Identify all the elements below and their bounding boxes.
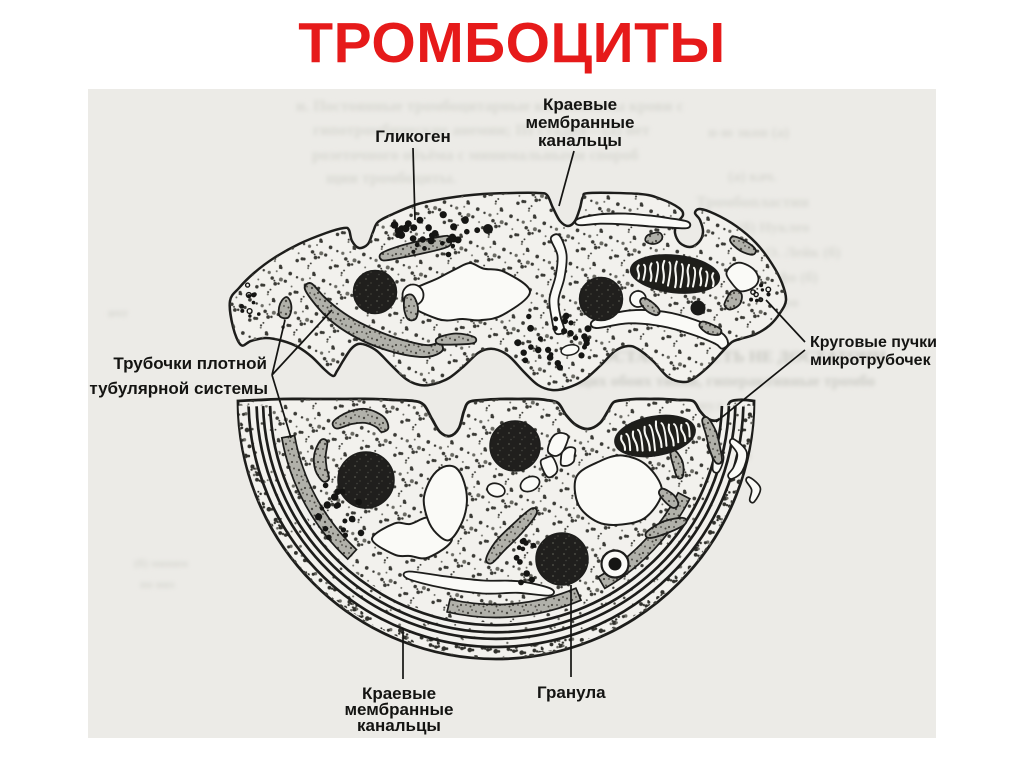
svg-text:мембранные: мембранные <box>344 700 453 719</box>
svg-text:Краевые: Краевые <box>362 684 436 703</box>
svg-text:канальцы: канальцы <box>357 716 441 735</box>
svg-text:щии тромбоциты.: щии тромбоциты. <box>326 170 456 187</box>
svg-text:микротрубочек: микротрубочек <box>810 352 932 369</box>
svg-text:Трубочки плотной: Трубочки плотной <box>113 354 267 373</box>
svg-text:щих обоих типов, гиперактивные: щих обоих типов, гиперактивные тромбо <box>576 373 875 390</box>
svg-text:Гранула: Гранула <box>537 683 606 702</box>
svg-text:тубулярной системы: тубулярной системы <box>89 379 268 398</box>
svg-text:Краевые: Краевые <box>543 95 617 114</box>
svg-text:(б) миним: (б) миним <box>134 556 188 570</box>
svg-text:Гликоген: Гликоген <box>375 127 451 146</box>
svg-text:Тромбопластин: Тромбопластин <box>696 194 809 211</box>
svg-text:вчт: вчт <box>108 305 129 320</box>
svg-text:гипотромбические анемии; III с: гипотромбические анемии; III стадия—(а) … <box>313 122 650 139</box>
svg-text:н-ю экон (а): н-ю экон (а) <box>708 125 789 141</box>
svg-text:мембранные: мембранные <box>525 113 634 132</box>
svg-text:по низ: по низ <box>140 577 175 591</box>
svg-text:(а) кач.: (а) кач. <box>728 169 777 185</box>
svg-text:(б) Нуклео: (б) Нуклео <box>738 220 810 236</box>
svg-text:Круговые пучки: Круговые пучки <box>810 334 936 351</box>
svg-text:н. Постоянные тромбоцитарные к: н. Постоянные тромбоцитарные компоненты … <box>296 98 684 115</box>
svg-text:розеточного объёма с минимальн: розеточного объёма с минимальными спороб <box>312 147 639 164</box>
svg-text:канальцы: канальцы <box>538 131 622 150</box>
